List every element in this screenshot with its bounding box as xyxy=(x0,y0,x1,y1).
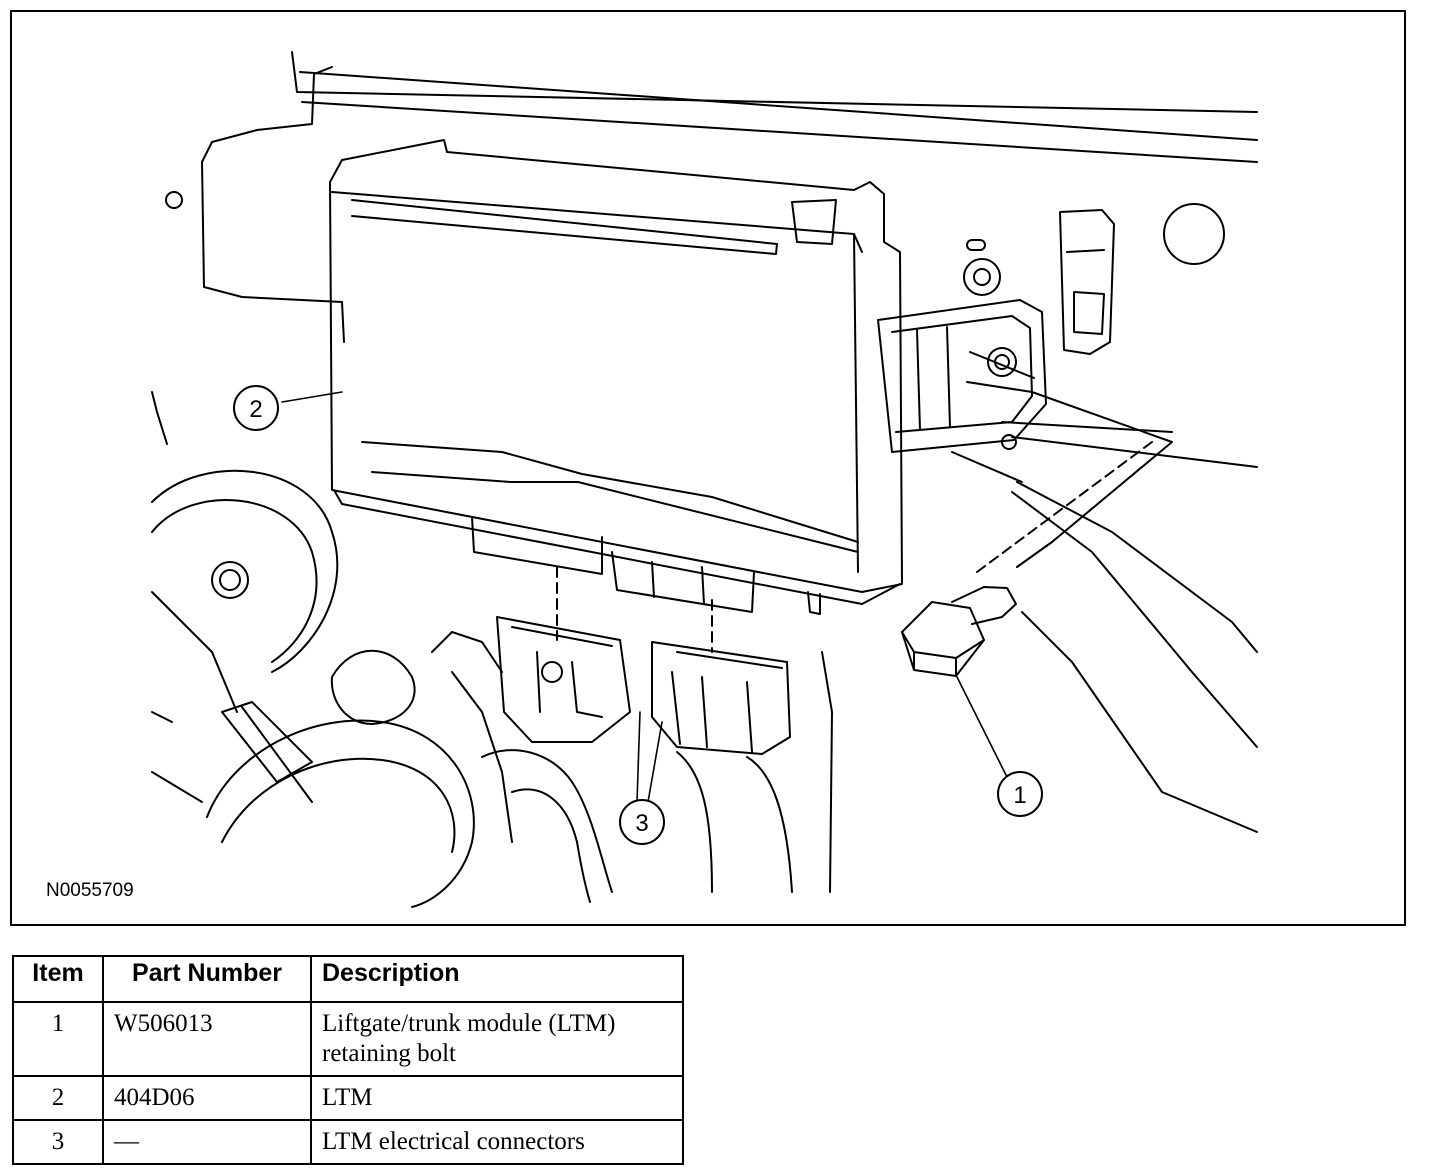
table-row: 2 404D06 LTM xyxy=(12,1075,684,1121)
steering-column xyxy=(151,469,833,908)
header-description: Description xyxy=(310,955,684,1003)
mounting-bracket xyxy=(877,299,1173,568)
figure-id: N0055709 xyxy=(46,880,134,901)
callout-2: 2 xyxy=(233,385,279,431)
connector-leaders xyxy=(556,441,1153,653)
table-row: 3 — LTM electrical connectors xyxy=(12,1119,684,1165)
callout-leaders xyxy=(281,391,1008,803)
table-row: 1 W506013 Liftgate/trunk module (LTM) re… xyxy=(12,1001,684,1077)
cell-description: LTM electrical connectors xyxy=(310,1119,684,1165)
parts-table: Item Part Number Description 1 W506013 L… xyxy=(12,955,684,1165)
cell-part-number: W506013 xyxy=(102,1001,312,1077)
callout-1: 1 xyxy=(997,771,1043,817)
exploded-view-figure: 2 3 1 N0055709 xyxy=(10,10,1406,926)
header-part-number: Part Number xyxy=(102,955,312,1003)
cell-item: 3 xyxy=(12,1119,104,1165)
ltm-illustration: 2 3 1 xyxy=(151,51,1258,908)
cell-item: 1 xyxy=(12,1001,104,1077)
ltm-module xyxy=(329,139,903,615)
cell-description: Liftgate/trunk module (LTM) retaining bo… xyxy=(310,1001,684,1077)
cell-item: 2 xyxy=(12,1075,104,1121)
cell-part-number: 404D06 xyxy=(102,1075,312,1121)
electrical-connectors xyxy=(481,616,793,903)
callout-1-label: 1 xyxy=(1013,782,1026,809)
callout-2-label: 2 xyxy=(249,396,262,423)
cell-description: LTM xyxy=(310,1075,684,1121)
callout-3: 3 xyxy=(619,799,665,845)
callout-3-label: 3 xyxy=(635,810,648,837)
cell-part-number: — xyxy=(102,1119,312,1165)
table-header-row: Item Part Number Description xyxy=(12,955,684,1003)
retaining-bolt xyxy=(901,586,1017,677)
header-item: Item xyxy=(12,955,104,1003)
